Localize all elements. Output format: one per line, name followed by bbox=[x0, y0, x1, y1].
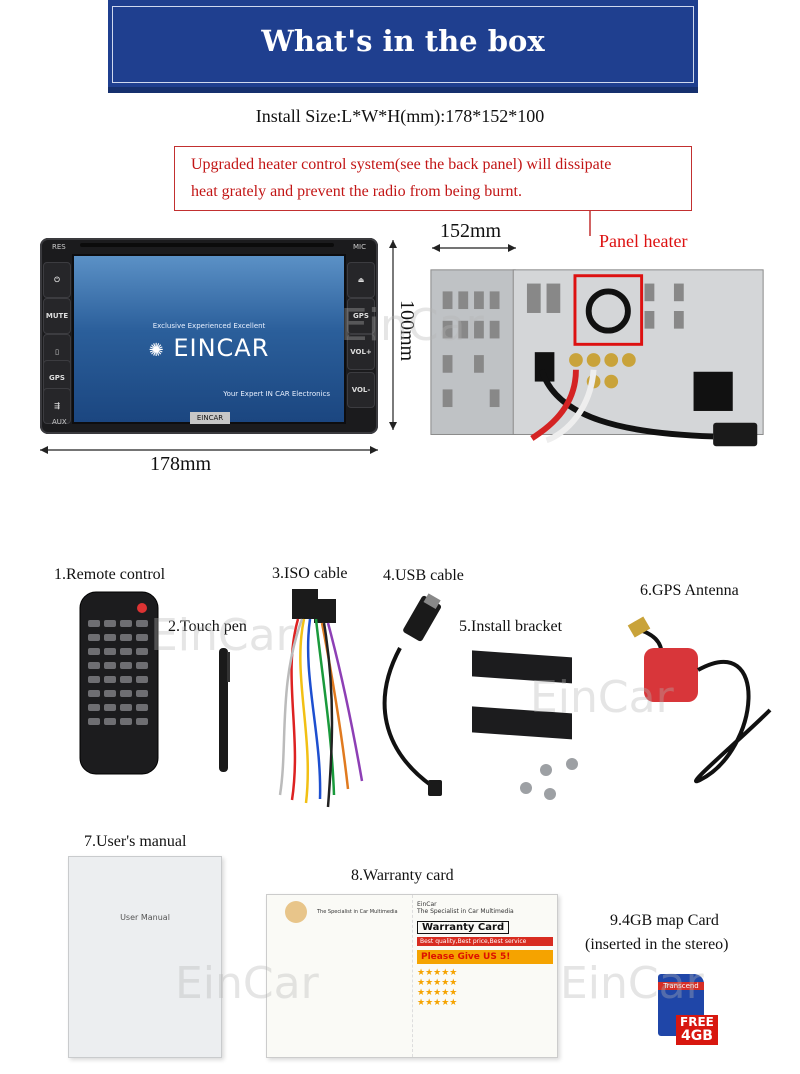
disc-slot bbox=[80, 243, 334, 247]
label-touch-pen: 2.Touch pen bbox=[168, 618, 247, 635]
header-banner: What's in the box bbox=[108, 0, 698, 93]
flower-decoration bbox=[285, 901, 307, 923]
heater-fan-icon bbox=[585, 288, 631, 334]
power-button[interactable]: ⏻ bbox=[43, 262, 71, 298]
warranty-best: Best quality,Best price,Best service bbox=[417, 937, 553, 946]
free-label: FREE bbox=[680, 1015, 714, 1029]
gps-button-right[interactable]: GPS bbox=[347, 298, 375, 334]
label-map-card-1: 9.4GB map Card bbox=[610, 912, 719, 929]
vol-down-button[interactable]: VOL- bbox=[347, 372, 375, 408]
iso-cable bbox=[278, 589, 364, 808]
touch-pen bbox=[219, 648, 230, 772]
screen-slogan: Exclusive Experienced Excellent bbox=[152, 322, 266, 330]
depth-label: 152mm bbox=[440, 220, 502, 242]
annotation-lines bbox=[40, 211, 591, 454]
red-rca-cable bbox=[530, 369, 579, 441]
warranty-card-right: EinCar The Specialist in Car Multimedia … bbox=[417, 901, 553, 1008]
usb-cable bbox=[382, 593, 442, 796]
warranty-give-5: Please Give US 5! bbox=[417, 950, 553, 964]
notice-line-1: Upgraded heater control system(see the b… bbox=[191, 156, 612, 173]
manual-cover-title: User Manual bbox=[120, 913, 170, 922]
gps-antenna bbox=[627, 616, 772, 784]
watermark-5: EinCar bbox=[560, 958, 704, 1009]
warranty-title: Warranty Card bbox=[417, 921, 510, 934]
usb-icon: ⇶ bbox=[54, 402, 60, 410]
aux-label: AUX bbox=[52, 418, 67, 426]
usb-port[interactable]: ⇶ bbox=[43, 388, 71, 424]
watermark-2: EinCar bbox=[150, 610, 294, 661]
label-usb-cable: 4.USB cable bbox=[383, 567, 464, 584]
warranty-specialist: The Specialist in Car Multimedia bbox=[417, 908, 514, 915]
users-manual: User Manual bbox=[68, 856, 222, 1058]
label-iso-cable: 3.ISO cable bbox=[272, 565, 348, 582]
watermark-4: EinCar bbox=[175, 958, 319, 1009]
install-brackets bbox=[472, 650, 578, 800]
power-icon: ⏻ bbox=[54, 275, 60, 284]
screen-logo-text: EINCAR bbox=[173, 334, 270, 362]
rating-stars: ★★★★★★★★★★★★★★★★★★★★ bbox=[417, 968, 458, 1008]
warranty-card: The Specialist in Car Multimedia EinCar … bbox=[266, 894, 558, 1058]
watermark-1: EinCar bbox=[340, 300, 484, 351]
res-label: RES bbox=[52, 243, 66, 251]
eject-icon: ⏏ bbox=[357, 276, 365, 284]
warranty-card-left: The Specialist in Car Multimedia bbox=[267, 895, 413, 1057]
remote-control bbox=[79, 591, 159, 775]
aux-connector bbox=[534, 352, 555, 382]
label-map-card-2: (inserted in the stereo) bbox=[585, 936, 729, 953]
brand-plate: EINCAR bbox=[190, 412, 230, 424]
watermark-3: EinCar bbox=[530, 672, 674, 723]
mute-button[interactable]: MUTE bbox=[43, 298, 71, 334]
vol-up-button[interactable]: VOL+ bbox=[347, 334, 375, 370]
sd-icon: ▯ bbox=[55, 348, 59, 356]
screen-tagline: Your Expert IN CAR Electronics bbox=[223, 390, 330, 398]
label-users-manual: 7.User's manual bbox=[84, 833, 187, 850]
page-title: What's in the box bbox=[261, 24, 545, 58]
screen-logo: ✺ EINCAR bbox=[74, 334, 344, 362]
main-harness-connector bbox=[693, 371, 733, 411]
banner-frame bbox=[112, 6, 694, 83]
install-size-text: Install Size:L*W*H(mm):178*152*100 bbox=[255, 106, 545, 126]
warranty-brand: EinCar bbox=[417, 901, 437, 908]
mic-label: MIC bbox=[353, 243, 366, 251]
heater-notice-box: Upgraded heater control system(see the b… bbox=[174, 146, 692, 211]
sd-card-brand: Transcend bbox=[658, 982, 704, 990]
size-label: 4GB bbox=[680, 1028, 713, 1044]
stereo-front-panel: RES MIC ⏻ MUTE ▯ GPS ⇶ AUX ⏏ GPS VOL+ VO… bbox=[40, 238, 378, 434]
label-install-bracket: 5.Install bracket bbox=[459, 618, 563, 635]
label-gps-antenna: 6.GPS Antenna bbox=[640, 582, 739, 599]
eincar-logo-icon: ✺ bbox=[148, 340, 165, 361]
warranty-specialist-left: The Specialist in Car Multimedia bbox=[317, 909, 398, 915]
usb-cable-back bbox=[538, 368, 714, 440]
stereo-chassis-back bbox=[430, 269, 764, 447]
free-4gb-badge: FREE 4GB bbox=[676, 1015, 718, 1045]
panel-heater-label: Panel heater bbox=[599, 231, 688, 251]
stereo-screen[interactable]: Exclusive Experienced Excellent ✺ EINCAR… bbox=[72, 254, 346, 424]
panel-heater-box bbox=[573, 274, 644, 346]
notice-line-2: heat grately and prevent the radio from … bbox=[191, 183, 522, 200]
white-rca-cable bbox=[545, 369, 597, 444]
label-remote-control: 1.Remote control bbox=[54, 566, 166, 583]
width-label: 178mm bbox=[150, 453, 212, 475]
usb-plug-back bbox=[713, 422, 758, 447]
eject-button[interactable]: ⏏ bbox=[347, 262, 375, 298]
label-warranty-card: 8.Warranty card bbox=[351, 867, 454, 884]
